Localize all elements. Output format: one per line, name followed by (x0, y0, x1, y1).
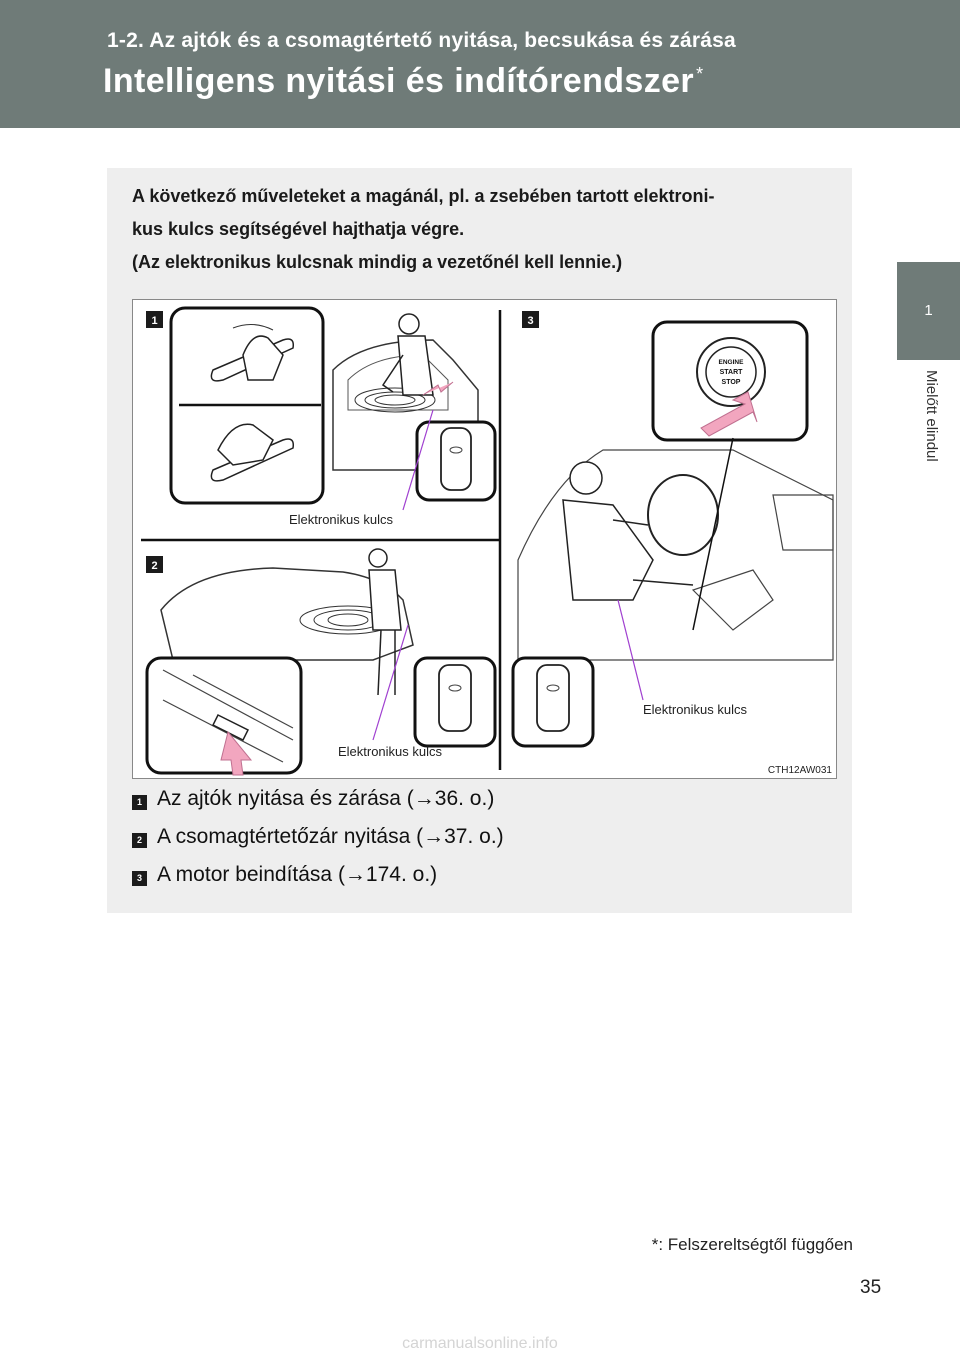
illustration-figure: 1 2 3 Elekt (132, 299, 837, 779)
button-text-stop: STOP (722, 379, 741, 386)
list-item: 1 Az ajtók nyitása és zárása (→36. o.) (132, 787, 632, 817)
intro-line-1: A következő műveleteket a magánál, pl. a… (132, 180, 832, 213)
page-header: 1-2. Az ajtók és a csomagtértető nyitása… (0, 0, 895, 128)
person-at-trunk-icon (369, 549, 401, 695)
inset-pointer-line (693, 438, 733, 630)
smart-key-icon-2 (439, 665, 471, 731)
watermark: carmanualsonline.info (0, 1335, 960, 1353)
label-key-3: Elektronikus kulcs (643, 702, 748, 717)
figure-id: CTH12AW031 (768, 765, 832, 776)
illustration-svg: 1 2 3 Elekt (133, 300, 836, 778)
smart-key-icon-3 (537, 665, 569, 731)
button-text-engine: ENGINE (719, 359, 745, 366)
smart-key-icon-1 (441, 428, 471, 490)
intro-line-3: (Az elektronikus kulcsnak mindig a vezet… (132, 246, 832, 279)
list-item: 3 A motor beindítása (→174. o.) (132, 863, 632, 893)
cabin-illustration (518, 450, 833, 660)
side-tab-header (895, 0, 960, 128)
list-marker: 2 (132, 833, 147, 848)
marker-3-text: 3 (527, 315, 533, 327)
page-title: Intelligens nyitási és indítórendszer* (103, 62, 703, 101)
marker-2-text: 2 (151, 560, 157, 572)
list-marker: 3 (132, 871, 147, 886)
list-text: A motor beindítása (→174. o.) (157, 863, 437, 887)
driver-icon (563, 462, 693, 600)
list-item: 2 A csomagtértetőzár nyitása (→37. o.) (132, 825, 632, 855)
list-text: A csomagtértetőzár nyitása (→37. o.) (157, 825, 504, 849)
intro-text: A következő műveleteket a magánál, pl. a… (132, 180, 832, 279)
list-marker: 1 (132, 795, 147, 810)
person-at-door-icon (383, 314, 433, 395)
footnote: *: Felszereltségtől függően (652, 1235, 853, 1255)
marker-1-text: 1 (151, 315, 157, 327)
label-key-1: Elektronikus kulcs (289, 512, 394, 527)
chapter-tab[interactable]: 1 (897, 262, 960, 360)
list-text: Az ajtók nyitása és zárása (→36. o.) (157, 787, 494, 811)
chapter-name: Mielőtt elindul (916, 370, 940, 530)
label-key-2: Elektronikus kulcs (338, 744, 443, 759)
intro-line-2: kus kulcs segítségével hajthatja végre. (132, 213, 832, 246)
title-text: Intelligens nyitási és indítórendszer (103, 62, 694, 100)
leader-line-3 (618, 600, 643, 700)
button-text-start: START (720, 369, 744, 376)
title-asterisk: * (696, 64, 703, 84)
page-number: 35 (860, 1277, 881, 1299)
side-tab-strip (895, 0, 960, 1352)
section-heading: 1-2. Az ajtók és a csomagtértető nyitása… (107, 29, 736, 53)
